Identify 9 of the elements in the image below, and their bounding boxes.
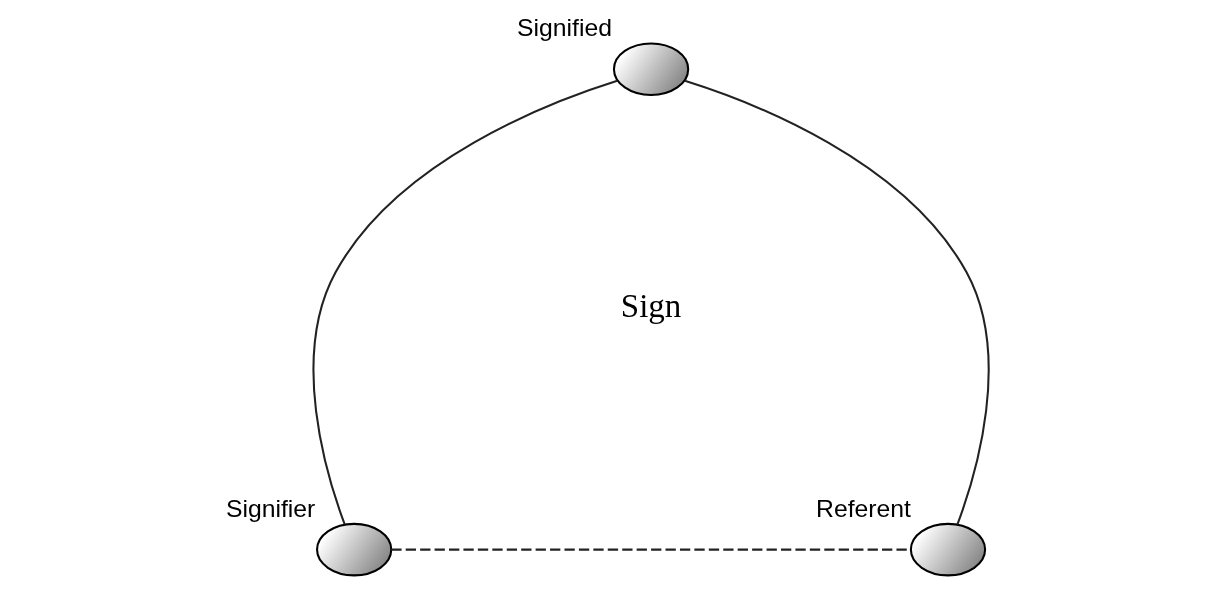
label: Sign [620, 288, 682, 325]
node-ellipse [612, 42, 690, 96]
node-label: Referent [816, 494, 911, 522]
node-ellipse [316, 522, 393, 577]
node-label: Signifier [225, 494, 316, 522]
connector [684, 79, 990, 525]
node-ellipse [909, 522, 987, 577]
node-label: Signified [517, 14, 612, 42]
connector [312, 79, 618, 525]
